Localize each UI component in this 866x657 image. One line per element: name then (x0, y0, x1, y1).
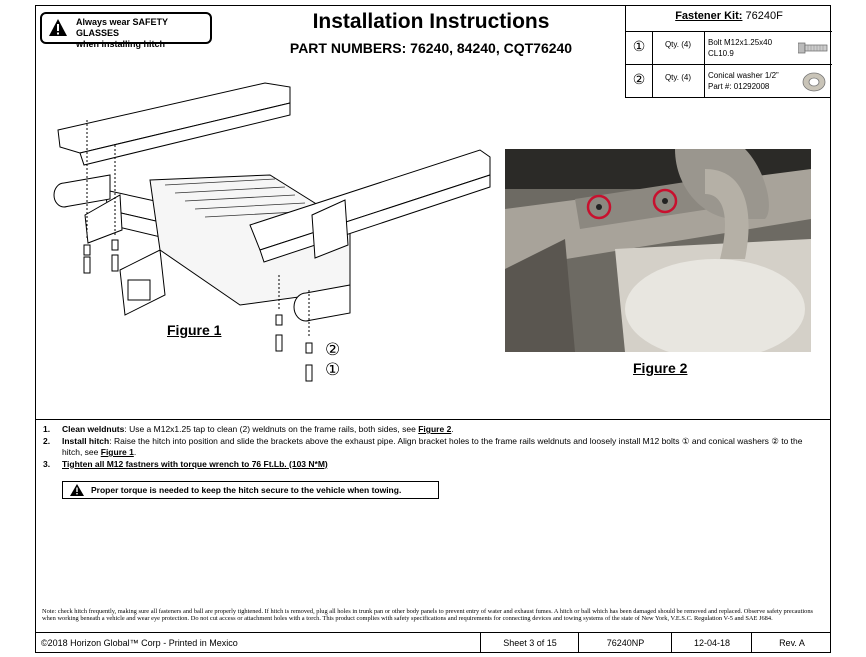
fastener-desc-2: CL10.9 (708, 49, 734, 58)
step-text: : Raise the hitch into position and slid… (62, 435, 803, 458)
instruction-step: 3. Tighten all M12 fastners with torque … (43, 459, 823, 471)
fastener-desc-2: Part #: 01292008 (708, 82, 770, 91)
page-title: Installation Instructions (312, 10, 550, 33)
instruction-step: 2. Install hitch: Raise the hitch into p… (43, 435, 803, 458)
figure-1-hitch-drawing (53, 82, 491, 382)
instruction-steps: 1. Clean weldnuts: Use a M12x1.25 tap to… (43, 424, 823, 470)
warning-line-2: when installing hitch (76, 39, 166, 49)
footer-sheet: Sheet 3 of 15 (480, 633, 579, 653)
fastener-desc: Conical washer 1/2” (708, 71, 779, 80)
fastener-row: ② Qty. (4) Conical washer 1/2” Part #: 0… (626, 64, 832, 98)
conical-washer-icon (802, 72, 826, 92)
fastener-num: ① (626, 32, 653, 65)
fastener-kit-label: Fastener Kit: (675, 10, 743, 22)
figure-1-label: Figure 1 (167, 322, 222, 338)
step-text: : Use a M12x1.25 tap to clean (2) weldnu… (124, 424, 419, 434)
step-title: Tighten all M12 fastners with torque wre… (62, 458, 328, 469)
torque-warning-callout: Proper torque is needed to keep the hitc… (62, 481, 439, 499)
step-number: 1. (43, 424, 51, 434)
fastener-row: ① Qty. (4) Bolt M12x1.25x40 CL10.9 (626, 31, 832, 65)
bolt-icon (798, 42, 828, 54)
figure-2-photo (505, 149, 811, 352)
footer-date: 12-04-18 (671, 633, 752, 653)
step-title: Clean weldnuts (62, 424, 125, 434)
fastener-qty: Qty. (4) (652, 32, 705, 65)
page-frame (35, 5, 831, 653)
warning-triangle-icon (70, 484, 84, 496)
callout-washer: ② (325, 340, 341, 359)
step-number: 3. (43, 458, 51, 469)
callout-bolt: ① (325, 360, 341, 379)
fastener-num: ② (626, 65, 653, 98)
instruction-step: 1. Clean weldnuts: Use a M12x1.25 tap to… (43, 424, 454, 434)
step-number: 2. (43, 435, 51, 446)
weldnut-marker-right (652, 188, 678, 214)
footer-copyright: ©2018 Horizon Global™ Corp - Printed in … (41, 638, 238, 648)
step-title: Install hitch (62, 435, 110, 446)
footer-bar: ©2018 Horizon Global™ Corp - Printed in … (35, 632, 831, 653)
warning-triangle-icon (49, 19, 67, 36)
weldnut-marker-left (586, 194, 612, 220)
step-figure-ref: Figure 2 (418, 424, 452, 434)
fastener-kit-table: Fastener Kit: 76240F ① Qty. (4) Bolt M12… (625, 6, 832, 98)
warning-line-1: Always wear SAFETY GLASSES (76, 17, 168, 38)
safety-note: Note: check hitch frequently, making sur… (42, 608, 814, 622)
footer-doc-number: 76240NP (578, 633, 672, 653)
fastener-kit-number: 76240F (745, 10, 783, 22)
part-numbers: PART NUMBERS: 76240, 84240, CQT76240 (289, 40, 573, 56)
fastener-desc: Bolt M12x1.25x40 (708, 38, 773, 47)
section-divider (35, 419, 831, 420)
fastener-kit-title: Fastener Kit: 76240F (626, 10, 832, 22)
safety-warning-banner: Always wear SAFETY GLASSES when installi… (40, 12, 212, 49)
figure-2-label: Figure 2 (633, 360, 688, 376)
step-figure-ref: Figure 1 (100, 447, 134, 457)
footer-revision: Rev. A (751, 633, 832, 653)
fastener-qty: Qty. (4) (652, 65, 705, 98)
torque-warning-text: Proper torque is needed to keep the hitc… (91, 485, 402, 495)
